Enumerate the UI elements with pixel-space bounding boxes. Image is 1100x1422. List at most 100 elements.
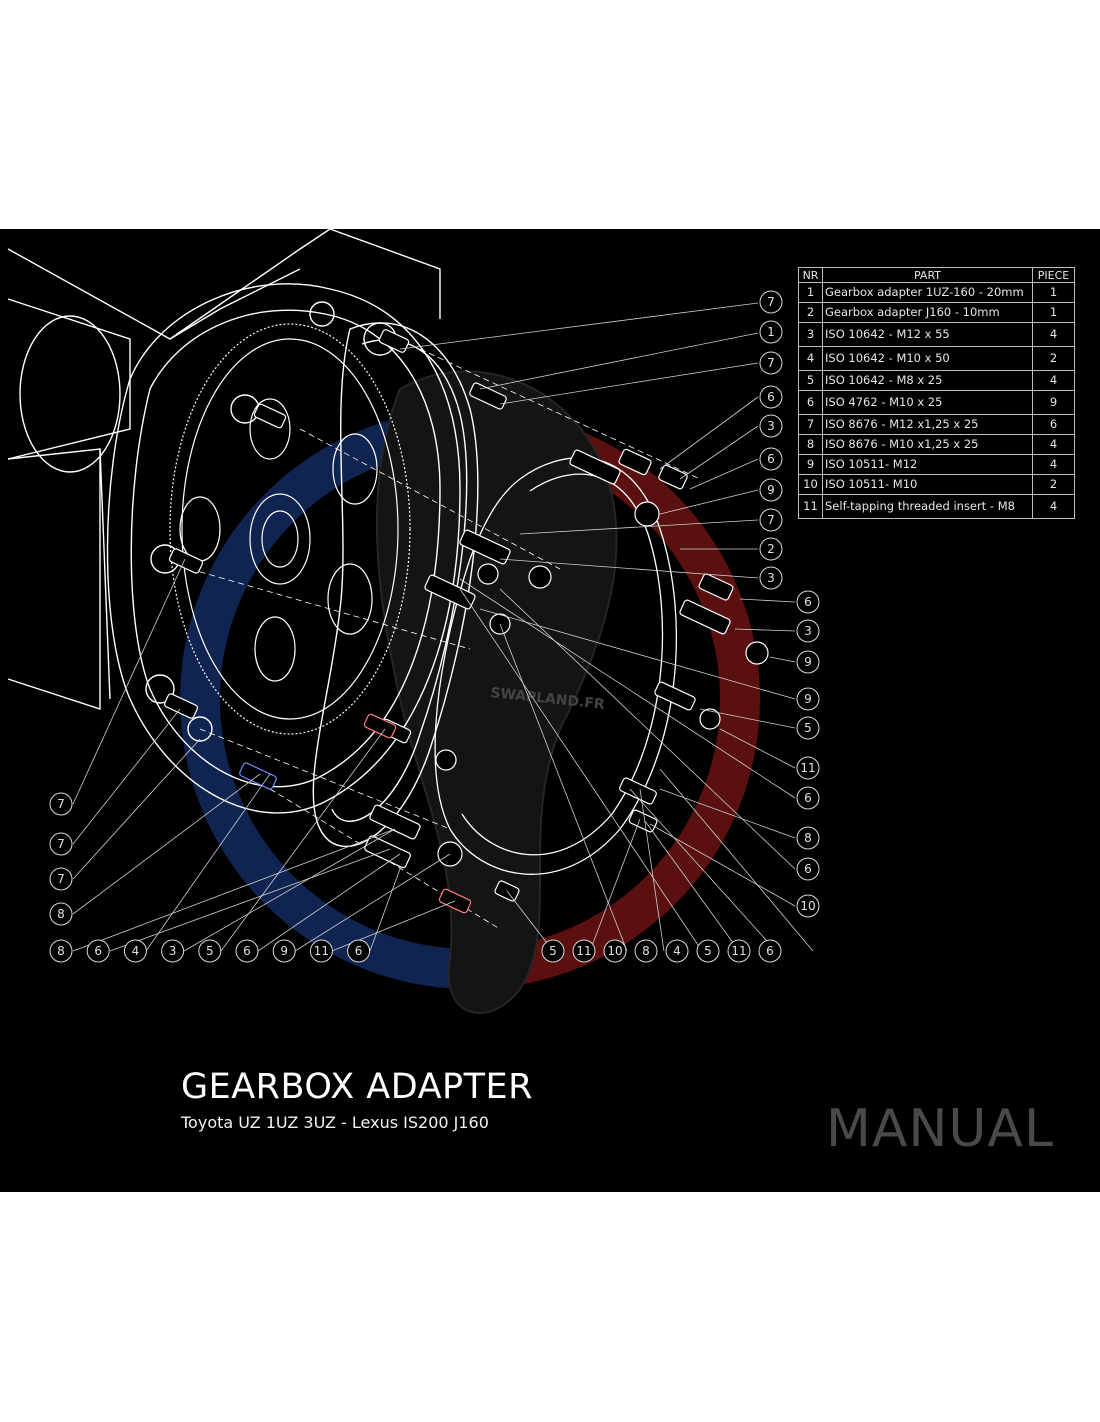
callout-circle bbox=[796, 894, 820, 918]
callout-5: 5 bbox=[198, 939, 222, 963]
callout-circle bbox=[347, 939, 371, 963]
callout-circle bbox=[634, 939, 658, 963]
cell-part: ISO 10642 - M8 x 25 bbox=[822, 370, 1033, 391]
callout-10: 10 bbox=[603, 939, 627, 963]
cell-nr: 9 bbox=[798, 454, 823, 475]
callout-circle bbox=[796, 826, 820, 850]
callout-7: 7 bbox=[49, 867, 73, 891]
parts-table-header: NR PART PIECE bbox=[798, 267, 1075, 283]
callout-label: 8 bbox=[642, 944, 650, 958]
cell-nr: 7 bbox=[798, 414, 823, 435]
cell-nr: 3 bbox=[798, 322, 823, 347]
exploded-view-drawing: SWAPLAND.FR bbox=[7, 229, 820, 1014]
cell-piece: 4 bbox=[1032, 434, 1075, 455]
callout-6: 6 bbox=[796, 857, 820, 881]
cell-piece: 9 bbox=[1032, 390, 1075, 415]
callout-label: 6 bbox=[767, 390, 775, 404]
callout-3: 3 bbox=[161, 939, 185, 963]
cell-piece: 6 bbox=[1032, 414, 1075, 435]
callout-3: 3 bbox=[759, 414, 783, 438]
callout-circle bbox=[759, 508, 783, 532]
header-piece: PIECE bbox=[1032, 267, 1075, 283]
callout-circle bbox=[161, 939, 185, 963]
callout-circle bbox=[49, 792, 73, 816]
callout-circle bbox=[759, 566, 783, 590]
callout-circle bbox=[541, 939, 565, 963]
callout-label: 4 bbox=[673, 944, 681, 958]
callout-circle bbox=[796, 857, 820, 881]
callout-circle bbox=[759, 478, 783, 502]
callout-circle bbox=[796, 650, 820, 674]
callout-9: 9 bbox=[796, 650, 820, 674]
callout-6: 6 bbox=[759, 385, 783, 409]
cell-piece: 4 bbox=[1032, 322, 1075, 347]
callout-circle bbox=[759, 351, 783, 375]
engine-flange bbox=[106, 283, 461, 814]
callout-circle bbox=[796, 687, 820, 711]
callout-label: 3 bbox=[767, 419, 775, 433]
header-part: PART bbox=[822, 267, 1033, 283]
callout-label: 6 bbox=[243, 944, 251, 958]
callout-circle bbox=[86, 939, 110, 963]
callout-label: 1 bbox=[767, 325, 775, 339]
cell-nr: 2 bbox=[798, 302, 823, 323]
cell-nr: 5 bbox=[798, 370, 823, 391]
callout-circle bbox=[796, 756, 820, 780]
callout-circle bbox=[758, 939, 782, 963]
callout-circle bbox=[665, 939, 689, 963]
callout-label: 5 bbox=[804, 721, 812, 735]
callout-circle bbox=[272, 939, 296, 963]
callout-circle bbox=[727, 939, 751, 963]
callout-11: 11 bbox=[572, 939, 596, 963]
cell-part: ISO 8676 - M10 x1,25 x 25 bbox=[822, 434, 1033, 455]
callout-circle bbox=[309, 939, 333, 963]
callout-circle bbox=[572, 939, 596, 963]
callout-2: 2 bbox=[759, 537, 783, 561]
callout-label: 6 bbox=[355, 944, 363, 958]
callout-label: 9 bbox=[804, 655, 812, 669]
callout-label: 8 bbox=[57, 907, 65, 921]
cell-piece: 1 bbox=[1032, 302, 1075, 323]
callout-1: 1 bbox=[759, 320, 783, 344]
callout-circle bbox=[603, 939, 627, 963]
header-nr: NR bbox=[798, 267, 823, 283]
callout-6: 6 bbox=[347, 939, 371, 963]
cell-part: Gearbox adapter 1UZ-160 - 20mm bbox=[822, 282, 1033, 303]
callout-7: 7 bbox=[49, 832, 73, 856]
callout-6: 6 bbox=[235, 939, 259, 963]
engine-block bbox=[7, 229, 441, 710]
callout-4: 4 bbox=[665, 939, 689, 963]
callout-label: 6 bbox=[804, 595, 812, 609]
callout-circle bbox=[759, 447, 783, 471]
callout-label: 9 bbox=[804, 692, 812, 706]
callout-9: 9 bbox=[796, 687, 820, 711]
flywheel bbox=[169, 323, 411, 735]
callout-7: 7 bbox=[759, 508, 783, 532]
callout-label: 9 bbox=[280, 944, 288, 958]
callout-circle bbox=[696, 939, 720, 963]
callout-8: 8 bbox=[634, 939, 658, 963]
callout-7: 7 bbox=[49, 792, 73, 816]
callout-circle bbox=[759, 320, 783, 344]
cell-part: ISO 8676 - M12 x1,25 x 25 bbox=[822, 414, 1033, 435]
cell-nr: 4 bbox=[798, 346, 823, 371]
callout-label: 6 bbox=[94, 944, 102, 958]
callout-circle bbox=[759, 537, 783, 561]
callout-6: 6 bbox=[759, 447, 783, 471]
cell-part: ISO 10511- M12 bbox=[822, 454, 1033, 475]
callout-label: 3 bbox=[804, 624, 812, 638]
cell-part: ISO 10642 - M12 x 55 bbox=[822, 322, 1033, 347]
callout-circle bbox=[49, 902, 73, 926]
callout-7: 7 bbox=[759, 290, 783, 314]
